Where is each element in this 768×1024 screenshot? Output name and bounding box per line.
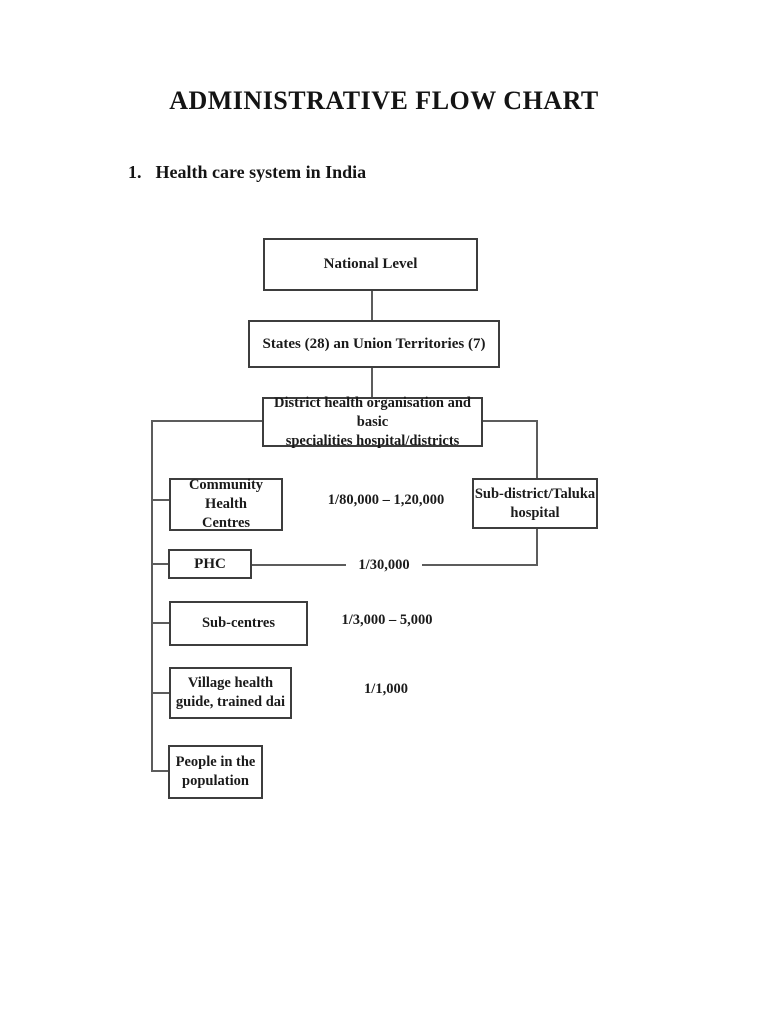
connector-subdistrict-to-phc-line	[536, 528, 538, 566]
node-label: States (28) an Union Territories (7)	[262, 335, 486, 352]
node-label-line-2: guide, trained dai	[175, 694, 286, 710]
node-label-line-1: People in the	[175, 754, 256, 770]
connector-stub-chc	[151, 499, 169, 501]
node-label-line-1: Village health	[187, 675, 274, 691]
ratio-label-village: 1/1,000	[364, 681, 408, 697]
node-label-line-2: population	[182, 773, 249, 789]
node-label-line-2: specialities hospital/districts	[285, 432, 460, 449]
connector-district-right	[481, 420, 538, 422]
node-label-line-1: Community Health	[188, 477, 264, 512]
node-subdistrict-taluka-hospital: Sub-district/Taluka hospital	[472, 478, 598, 529]
connector-stub-people	[151, 770, 168, 772]
node-label-line-2: Centres	[201, 515, 251, 531]
connector-left-spine	[151, 420, 153, 772]
node-states-union-territories: States (28) an Union Territories (7)	[248, 320, 500, 368]
page-title: ADMINISTRATIVE FLOW CHART	[169, 86, 599, 115]
connector-district-left	[151, 420, 264, 422]
node-label-line-1: District health organisation and basic	[274, 394, 471, 430]
node-village-health-guide: Village health guide, trained dai	[169, 667, 292, 719]
node-sub-centres: Sub-centres	[169, 601, 308, 646]
section-heading-label: Health care system in India	[155, 162, 367, 182]
ratio-label-subcentres: 1/3,000 – 5,000	[341, 612, 433, 628]
node-phc: PHC	[168, 549, 252, 579]
node-label: PHC	[194, 555, 226, 572]
node-district-health-organisation: District health organisation and basic s…	[262, 394, 483, 449]
node-national-level: National Level	[263, 238, 478, 291]
connector-national-states	[371, 291, 373, 320]
connector-phc-to-ratio	[252, 564, 350, 566]
connector-ratio-to-subdistrict	[417, 564, 538, 566]
ratio-label-chc: 1/80,000 – 1,20,000	[327, 492, 445, 508]
connector-down-to-subdistrict	[536, 420, 538, 478]
node-label: National Level	[323, 256, 418, 272]
node-community-health-centres: Community Health Centres	[169, 477, 283, 531]
section-heading: 1. Health care system in India	[128, 162, 366, 183]
ratio-label-phc: 1/30,000	[346, 557, 422, 574]
connector-states-district	[371, 368, 373, 397]
node-people-in-population: People in the population	[168, 745, 263, 799]
section-number: 1.	[128, 162, 142, 182]
node-label: Sub-centres	[201, 615, 276, 631]
connector-stub-village	[151, 692, 169, 694]
connector-stub-subcentres	[151, 622, 169, 624]
node-label-line-2: hospital	[510, 504, 560, 521]
connector-stub-phc	[151, 563, 168, 565]
node-label-line-1: Sub-district/Taluka	[474, 485, 596, 502]
